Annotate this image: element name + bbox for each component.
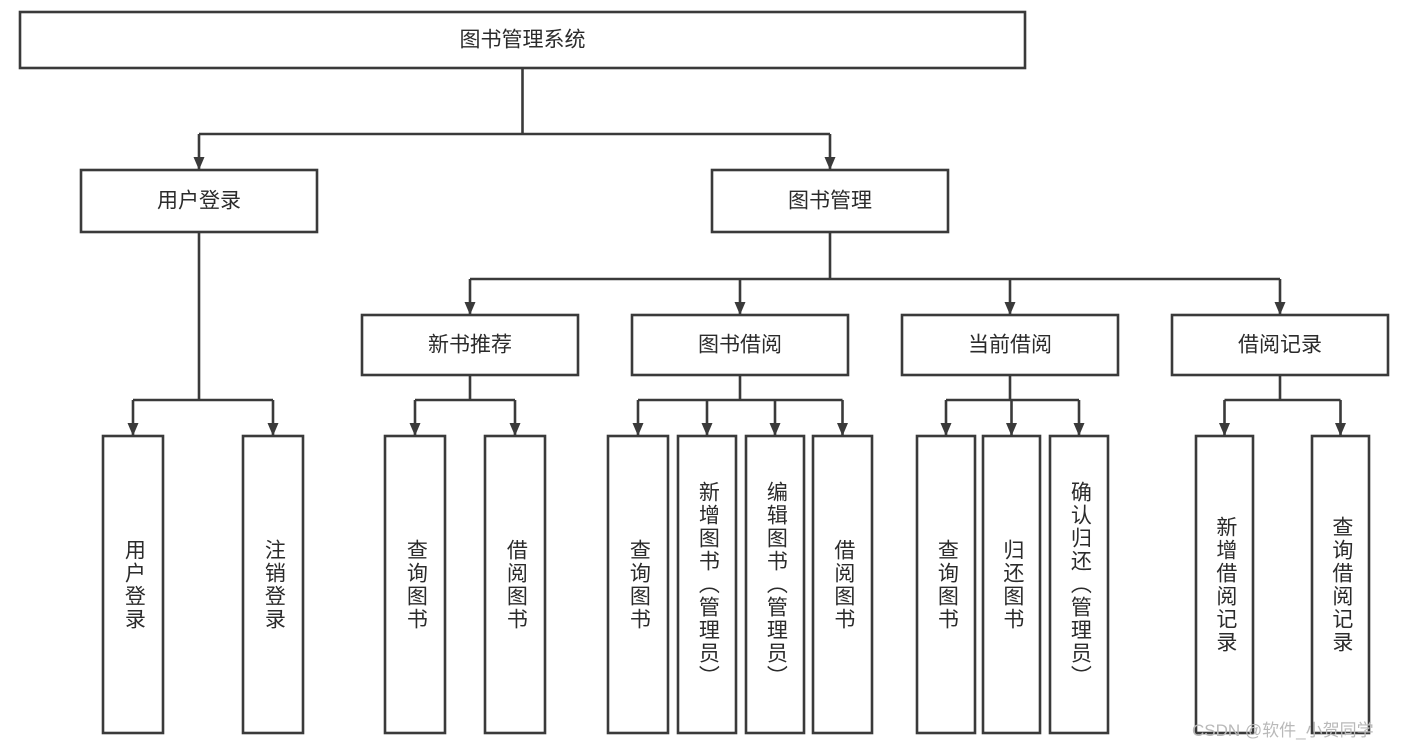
arrowhead-icon: [509, 423, 521, 436]
node-box-leaf-query-record[interactable]: [1310, 434, 1371, 735]
node-box-leaf-add-book[interactable]: [676, 434, 738, 735]
arrowhead-icon: [837, 423, 848, 436]
node-box-current-borrow[interactable]: [900, 313, 1120, 377]
node-box-leaf-return-book[interactable]: [981, 434, 1042, 735]
node-box-leaf-query-book-1[interactable]: [383, 434, 447, 735]
node-box-root[interactable]: [18, 10, 1027, 70]
arrowhead-icon: [127, 423, 139, 436]
node-box-leaf-add-record[interactable]: [1194, 434, 1255, 735]
arrowhead-icon: [464, 302, 476, 315]
node-box-new-book-recommend[interactable]: [360, 313, 580, 377]
csdn-watermark: CSDN @软件_小贺同学: [1192, 721, 1374, 740]
arrowhead-icon: [1335, 423, 1346, 436]
node-box-book-borrow[interactable]: [630, 313, 850, 377]
node-box-leaf-confirm-return[interactable]: [1048, 434, 1110, 735]
node-label-book-management: 图书管理: [788, 190, 872, 213]
arrowhead-icon: [769, 423, 781, 436]
node-box-leaf-query-book-2[interactable]: [606, 434, 670, 735]
arrowhead-icon: [1073, 423, 1085, 436]
arrowhead-icon: [1004, 302, 1016, 315]
arrowhead-icon: [267, 423, 279, 436]
node-box-leaf-logout[interactable]: [241, 434, 305, 735]
arrowhead-icon: [632, 423, 644, 436]
arrowhead-icon: [193, 157, 205, 170]
arrowhead-icon: [1274, 302, 1286, 315]
node-label-book-borrow: 图书借阅: [698, 334, 782, 357]
node-label-root: 图书管理系统: [460, 29, 586, 52]
node-box-book-management[interactable]: [710, 168, 950, 234]
node-box-user-login[interactable]: [79, 168, 319, 234]
node-box-leaf-query-book-3[interactable]: [915, 434, 977, 735]
box-layer: [18, 10, 1390, 735]
node-box-leaf-borrow-book-1[interactable]: [483, 434, 547, 735]
node-box-leaf-borrow-book-2[interactable]: [811, 434, 874, 735]
arrowhead-icon: [1219, 423, 1230, 436]
arrowhead-icon: [734, 302, 746, 315]
arrowhead-icon: [701, 423, 713, 436]
node-box-borrow-record[interactable]: [1170, 313, 1390, 377]
node-box-leaf-user-login[interactable]: [101, 434, 165, 735]
node-label-new-book-recommend: 新书推荐: [428, 334, 512, 357]
node-box-leaf-edit-book[interactable]: [744, 434, 806, 735]
node-label-borrow-record: 借阅记录: [1238, 334, 1322, 357]
arrowhead-icon: [1006, 423, 1017, 436]
arrowhead-icon: [940, 423, 952, 436]
arrowhead-icon: [824, 157, 836, 170]
node-label-user-login: 用户登录: [157, 190, 241, 213]
arrowhead-icon: [409, 423, 421, 436]
connector-layer: [127, 68, 1346, 436]
node-label-current-borrow: 当前借阅: [968, 334, 1052, 357]
